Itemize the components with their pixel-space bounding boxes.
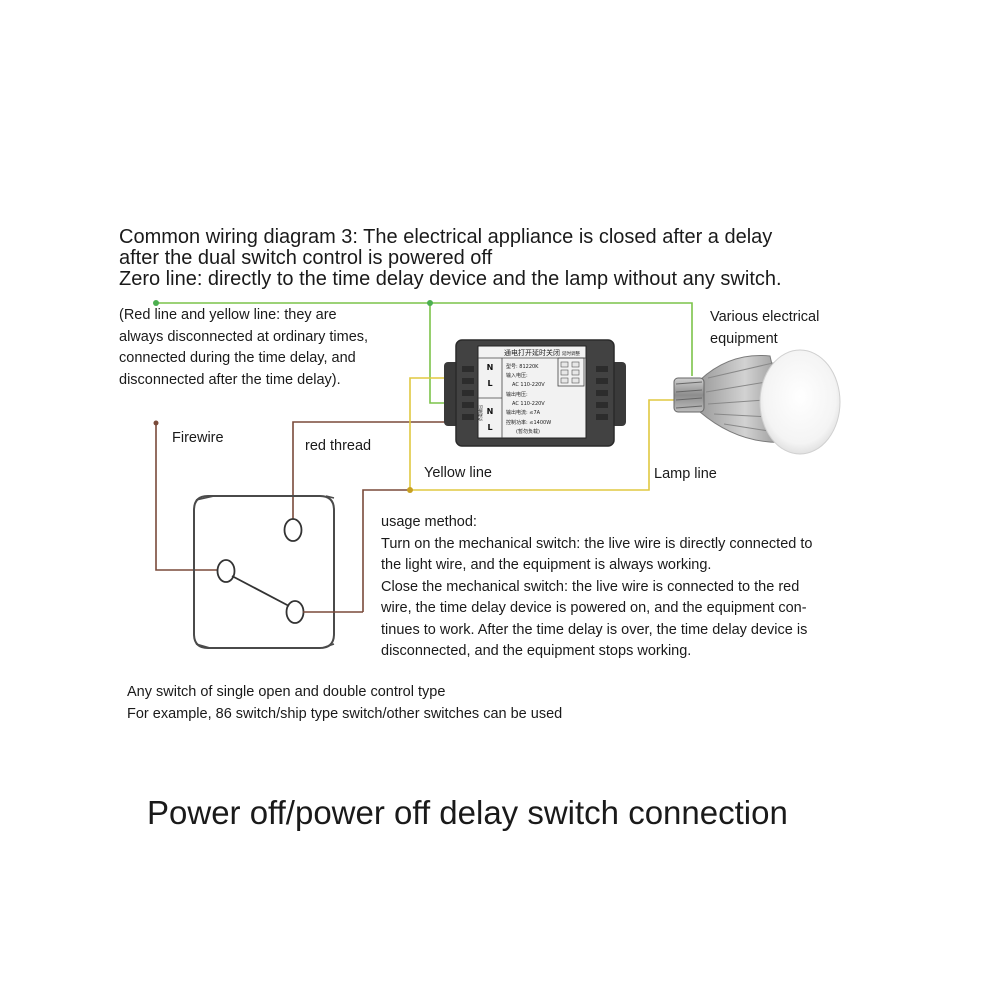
switch-terminal-bottom: [285, 600, 305, 624]
module-spec-line: 输出电压:: [506, 391, 528, 398]
lamp-bulb: [673, 349, 841, 455]
firewire-terminal: [153, 420, 159, 426]
usage-line: usage method:: [381, 514, 477, 530]
module-right-terminal-l: L: [487, 423, 492, 432]
equipment-label-line: Various electrical: [710, 309, 820, 325]
module-badge: 延时调整: [562, 350, 580, 357]
lamp-line-label: Lamp line: [654, 466, 717, 482]
module-left-terminal-n: N: [487, 363, 494, 372]
firewire-line: [155, 423, 225, 571]
switch-lever: [231, 575, 290, 607]
usage-line: Turn on the mechanical switch: the live …: [381, 535, 813, 552]
module-spec-line: AC 110-220V: [512, 382, 545, 388]
module-spec-line: AC 110-220V: [512, 401, 545, 407]
red-thread-line: [292, 421, 462, 530]
module-spec-line: 输入电压:: [506, 372, 528, 379]
zero-line-terminal: [153, 300, 159, 306]
usage-line: tinues to work. After the time delay is …: [381, 621, 808, 638]
module-side-label: 负载输出: [477, 405, 483, 421]
delay-module: 通电打开延时关闭 延时调整 型号: 81220K 输入电压: AC 110-22…: [444, 339, 626, 447]
lamp-line-red: [362, 489, 410, 612]
yellow-line-label: Yellow line: [424, 465, 492, 481]
lamp-line-junction: [407, 487, 413, 493]
note-line: always disconnected at ordinary times,: [119, 328, 369, 345]
footer-title: Power off/power off delay switch connect…: [147, 794, 788, 831]
firewire-label: Firewire: [172, 430, 224, 446]
switch-note-line: For example, 86 switch/ship type switch/…: [127, 705, 563, 722]
module-spec-line: 控制功率: ≤1400W: [506, 419, 551, 426]
module-spec-line: 型号: 81220K: [506, 363, 539, 370]
red-thread-label: red thread: [305, 438, 372, 454]
header-line-1: Common wiring diagram 3: The electrical …: [119, 226, 773, 248]
lamp-line: [410, 399, 677, 491]
module-specs: 型号: 81220K 输入电压: AC 110-220V 输出电压: AC 11…: [506, 363, 551, 435]
switch-terminal-top: [283, 518, 303, 542]
header-line-3: Zero line: directly to the time delay de…: [119, 268, 782, 290]
module-left-terminal-l: L: [487, 379, 492, 388]
module-right-terminal-n: N: [487, 407, 494, 416]
header-line-2: after the dual switch control is powered…: [119, 247, 493, 269]
note-line: (Red line and yellow line: they are: [119, 307, 337, 323]
module-spec-line: (暂勿负载): [516, 428, 540, 435]
note-line: disconnected after the time delay).: [119, 371, 341, 388]
switch-note-line: Any switch of single open and double con…: [127, 684, 446, 700]
usage-line: disconnected, and the equipment stops wo…: [381, 643, 692, 659]
usage-line: the light wire, and the equipment is alw…: [381, 557, 712, 573]
usage-line: Close the mechanical switch: the live wi…: [381, 578, 800, 595]
usage-line: wire, the time delay device is powered o…: [381, 600, 807, 616]
equipment-label-line: equipment: [710, 330, 778, 347]
module-title: 通电打开延时关闭: [504, 348, 560, 357]
wall-switch: [193, 495, 363, 649]
module-spec-line: 输出电流: ≤7A: [506, 409, 541, 416]
switch-terminal-common: [216, 559, 236, 583]
note-line: connected during the time delay, and: [119, 350, 356, 366]
zero-line-junction: [427, 300, 433, 306]
